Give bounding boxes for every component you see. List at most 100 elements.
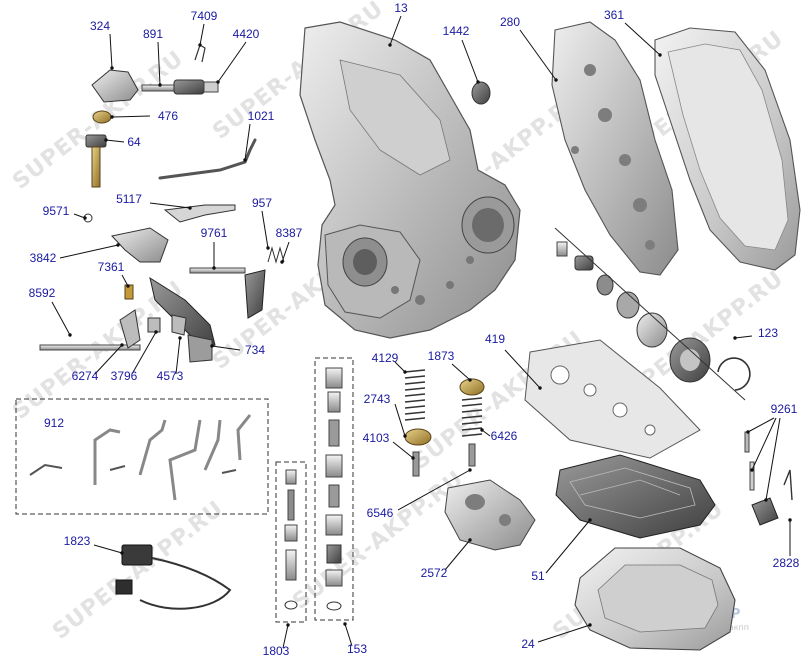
valve-spool-column-153 <box>314 357 354 621</box>
leader-end-4573 <box>178 336 182 340</box>
leader-end-4103 <box>411 456 415 460</box>
shift-rod-illustration <box>39 267 246 351</box>
cable-rod-illustration <box>158 138 257 180</box>
leader-end-361 <box>658 53 662 57</box>
part-label-9261: 9261 <box>771 402 798 416</box>
leader-line-6546 <box>397 469 471 511</box>
washer-illustration <box>92 110 112 124</box>
accumulator-housing-illustration <box>444 479 536 551</box>
spring-stack-illustration <box>404 369 485 477</box>
leader-end-64 <box>104 138 108 142</box>
part-label-2743: 2743 <box>364 392 391 406</box>
leader-end-153 <box>343 622 347 626</box>
leader-line-4129 <box>394 361 406 373</box>
part-label-5117: 5117 <box>116 192 142 206</box>
part-label-734: 734 <box>245 343 265 357</box>
part-label-6546: 6546 <box>367 506 394 520</box>
part-label-3842: 3842 <box>30 251 57 265</box>
leader-end-476 <box>110 115 114 119</box>
valve-body-illustration <box>555 454 716 539</box>
leader-end-13 <box>388 43 392 47</box>
leader-end-9261 <box>764 498 768 502</box>
cover-pan-illustration <box>654 27 801 271</box>
manual-lever-illustration <box>119 269 266 363</box>
part-label-4573: 4573 <box>157 369 184 383</box>
part-label-6426: 6426 <box>491 429 518 443</box>
part-label-957: 957 <box>252 196 272 210</box>
leader-line-280 <box>519 29 557 81</box>
leader-line-891 <box>157 41 161 86</box>
leader-line-9261 <box>751 417 777 471</box>
leader-end-2743 <box>403 434 407 438</box>
part-label-3796: 3796 <box>111 369 138 383</box>
leader-end-8592 <box>68 333 72 337</box>
leader-line-13 <box>389 15 402 46</box>
leader-end-280 <box>554 78 558 82</box>
leader-line-8387 <box>281 241 290 263</box>
leader-line-24 <box>537 624 591 643</box>
part-label-419: 419 <box>485 332 505 346</box>
part-label-24: 24 <box>521 637 535 651</box>
leader-line-51 <box>545 519 591 574</box>
part-label-2572: 2572 <box>421 566 448 580</box>
wiring-harness-illustration <box>115 544 232 610</box>
leader-line-8592 <box>51 301 71 336</box>
leader-line-153 <box>344 623 353 647</box>
leader-end-51 <box>588 518 592 522</box>
leader-line-734 <box>211 345 241 351</box>
leader-end-5117 <box>188 206 192 210</box>
part-label-6274: 6274 <box>72 369 99 383</box>
leader-end-1823 <box>120 551 124 555</box>
leader-line-6274 <box>94 344 123 375</box>
leader-end-9571 <box>83 216 87 220</box>
leader-end-324 <box>110 66 114 70</box>
speedo-shaft-illustration <box>141 44 219 95</box>
leader-end-9261 <box>746 430 750 434</box>
cooler-tube-group <box>15 398 269 515</box>
part-label-64: 64 <box>127 135 141 149</box>
part-label-7361: 7361 <box>98 260 125 274</box>
transmission-case-illustration <box>299 21 521 339</box>
leader-end-8387 <box>280 260 284 264</box>
leader-end-7409 <box>198 43 202 47</box>
leader-lines <box>51 15 792 649</box>
part-label-1823: 1823 <box>64 534 91 548</box>
part-label-280: 280 <box>500 15 520 29</box>
plug-illustration <box>471 81 491 105</box>
leader-line-3842 <box>59 244 119 259</box>
lever-bracket-illustration <box>83 204 236 263</box>
part-label-1873: 1873 <box>428 349 455 363</box>
part-label-891: 891 <box>143 27 163 41</box>
leader-line-957 <box>261 210 269 249</box>
part-label-8387: 8387 <box>276 226 303 240</box>
part-label-51: 51 <box>531 569 545 583</box>
leader-end-4129 <box>403 370 407 374</box>
leader-line-4420 <box>217 41 247 83</box>
leader-line-7409 <box>199 23 205 46</box>
servo-assembly-illustration <box>554 227 751 401</box>
part-label-2828: 2828 <box>773 556 800 570</box>
leader-line-1021 <box>244 123 251 161</box>
part-label-4103: 4103 <box>363 431 390 445</box>
leader-line-1823 <box>93 544 123 554</box>
leader-end-734 <box>210 344 214 348</box>
leader-line-9261 <box>747 417 775 433</box>
leader-line-361 <box>624 22 661 56</box>
small-hardware-illustration <box>744 431 793 526</box>
part-label-361: 361 <box>604 8 624 22</box>
part-label-13: 13 <box>394 1 408 15</box>
watermark-text: SUPER-AKPP.RU <box>48 496 228 645</box>
leader-end-6274 <box>120 343 124 347</box>
leader-end-123 <box>733 336 737 340</box>
oil-pan-illustration <box>574 547 736 651</box>
leader-line-64 <box>105 139 125 143</box>
leader-line-1442 <box>461 39 479 83</box>
leader-end-7361 <box>126 284 130 288</box>
leader-end-3796 <box>154 330 158 334</box>
part-label-4129: 4129 <box>372 351 399 365</box>
leader-line-2743 <box>394 403 406 437</box>
part-label-123: 123 <box>758 326 778 340</box>
separator-plate-illustration <box>524 339 701 459</box>
